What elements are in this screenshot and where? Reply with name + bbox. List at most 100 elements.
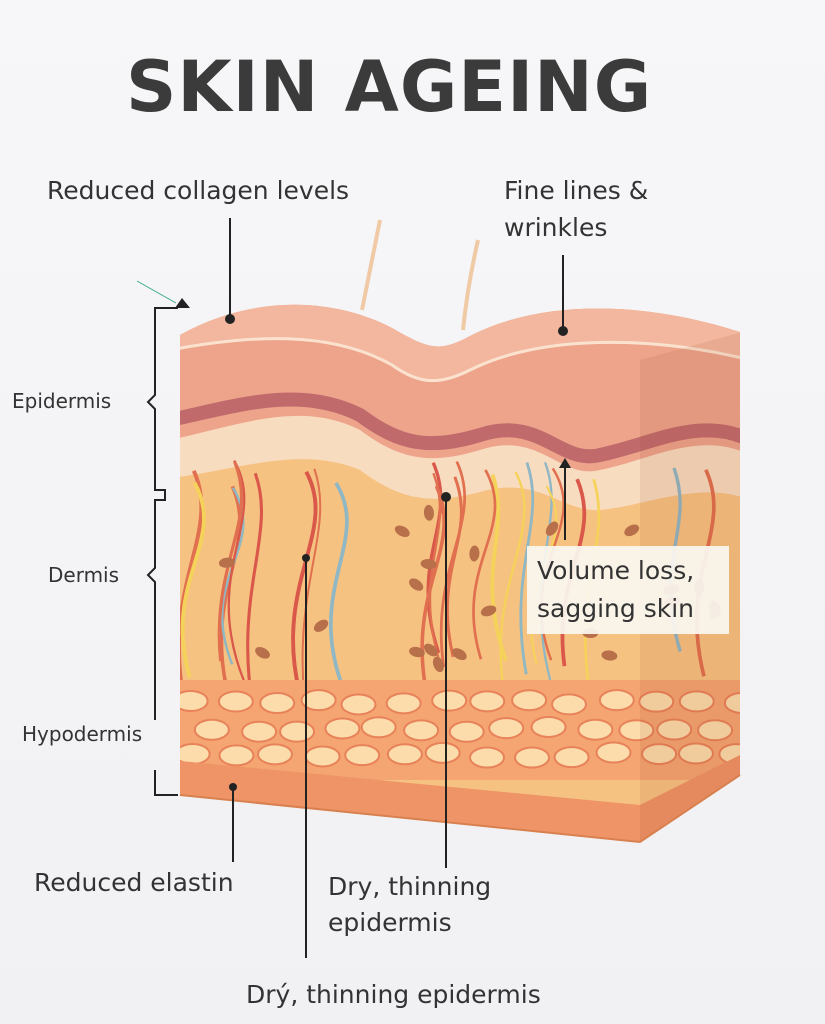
fat-cell [180,743,211,766]
cell [432,656,444,673]
leader-dot [229,783,237,791]
callout-collagen: Reduced collagen levels [47,176,350,205]
fat-cell [300,689,337,712]
fat-cell [424,741,461,764]
fat-cell [193,718,230,741]
cell [218,557,235,568]
fat-cell [304,745,341,768]
cell [601,650,618,661]
leader-dot [441,492,451,502]
cell [420,559,437,570]
leader-dot [558,326,568,336]
fat-cell [678,690,715,713]
cell [409,578,424,591]
fat-cell [488,717,525,740]
fat-cell [360,716,397,739]
fat-cell [180,689,209,712]
cell [394,525,410,538]
fiber [472,469,497,660]
fat-cell [677,742,714,765]
cell [545,521,559,536]
fiber [246,472,263,708]
basal-layer-line [180,392,740,464]
fat-cell [598,689,635,712]
leader-dot [225,314,235,324]
callout-volume-line1: Volume loss, [537,556,695,585]
fat-cell [697,719,734,742]
fat-cell [551,693,588,716]
fiber [499,471,526,696]
fat-cell [530,715,567,738]
fat-cell [259,692,296,715]
callout-fine-lines-line2: wrinkles [504,213,608,242]
fiber [180,481,206,678]
fat-cell [256,743,293,766]
leader-arrow [559,458,571,468]
callout-volume-line2: sagging skin [537,594,694,623]
page-title: SKIN AGEING [126,46,653,128]
label-epidermis: Epidermis [12,389,112,413]
fat-cell [469,746,506,769]
pointer-line [136,280,177,304]
cell [469,545,480,562]
fat-cell [324,717,361,740]
leader-dots [225,314,571,791]
fat-cell [638,690,675,713]
fat-cell [344,744,381,767]
fat-cell [514,746,551,769]
fat-cell [747,720,781,740]
basement-cream-band [180,415,740,511]
fat-cell [385,692,422,715]
pointer-arrowhead-icon [175,298,190,308]
leader-lines [229,218,566,958]
cell [624,524,640,537]
surface-edge [180,337,740,383]
fiber [490,474,508,662]
callout-dry-bottom: Drý, thinning epidermis [246,980,541,1009]
callout-fine-lines-line1: Fine lines & [504,176,649,205]
fat-cell [218,744,255,767]
fat-cell [618,719,655,742]
fat-cell [386,743,423,766]
fat-cell [595,741,632,764]
epidermis-layer [180,304,740,482]
leader-dot [302,554,310,562]
hair [360,219,382,311]
fiber [519,462,535,675]
layer-bracket [146,307,178,796]
fiber [227,460,246,683]
fiber [439,460,466,667]
fiber [217,461,244,662]
fat-cells [180,689,781,769]
fat-cell [723,691,740,714]
dermis-fibers [180,460,721,708]
cell [423,504,434,521]
label-hypodermis: Hypodermis [22,722,143,746]
fat-cell [340,693,377,716]
callout-dry-line2: epidermis [328,908,452,937]
callout-dry-line1: Dry, thinning [328,872,492,901]
cell [480,605,497,617]
fat-cell [553,746,590,769]
cell [409,646,425,658]
label-dermis: Dermis [48,563,120,587]
hair [461,239,480,331]
fat-cell [431,689,468,712]
fat-cell [577,718,614,741]
callout-volume-loss: Volume loss, sagging skin [527,546,729,634]
fat-cell [241,720,278,743]
fat-cell [511,689,548,712]
fat-cell [641,743,678,766]
fat-cell [403,719,440,742]
fiber [301,468,322,698]
fat-cell [469,690,506,713]
block-outline [179,774,741,844]
cell [423,643,438,657]
fiber [329,482,351,703]
fat-cell [279,720,316,743]
fat-cell [448,720,485,743]
fat-cell [656,718,693,741]
cell [452,648,467,661]
cell [313,619,329,632]
callout-elastin: Reduced elastin [34,868,234,897]
